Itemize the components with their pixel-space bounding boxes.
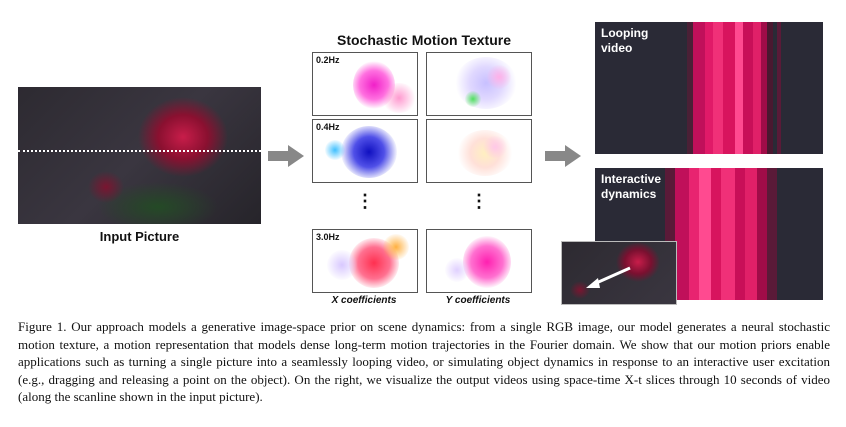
y-coefficients-label: Y coefficients (445, 295, 511, 306)
scanline (18, 150, 261, 152)
looping-video-xt-slice: Looping video (595, 22, 823, 154)
looping-video-label: Looping video (601, 26, 649, 55)
ellipsis-x: ⋮ (356, 191, 374, 211)
interactive-dynamics-label: Interactive dynamics (601, 172, 662, 201)
x-coeff-tile-3-0hz: 3.0Hz (312, 229, 418, 293)
interactive-inset-picture (561, 241, 677, 305)
input-picture-caption: Input Picture (99, 229, 180, 244)
y-coeff-tile-0-4hz (426, 119, 532, 183)
y-coeff-tile-0-2hz (426, 52, 532, 116)
figure-caption: Figure 1. Our approach models a generati… (18, 319, 830, 404)
frequency-label: 0.2Hz (316, 55, 340, 65)
drag-arrow-icon (586, 266, 631, 288)
frequency-label: 0.4Hz (316, 122, 340, 132)
y-coeff-tile-3-0hz (426, 229, 532, 293)
arrow-right-icon (545, 145, 581, 167)
arrow-right-icon (268, 145, 304, 167)
x-coeff-tile-0-2hz: 0.2Hz (312, 52, 418, 116)
frequency-label: 3.0Hz (316, 232, 340, 242)
input-picture (18, 87, 261, 224)
x-coefficients-label: X coefficients (331, 295, 397, 306)
x-coeff-tile-0-4hz: 0.4Hz (312, 119, 418, 183)
motion-texture-title: Stochastic Motion Texture (337, 32, 511, 48)
ellipsis-y: ⋮ (470, 191, 488, 211)
